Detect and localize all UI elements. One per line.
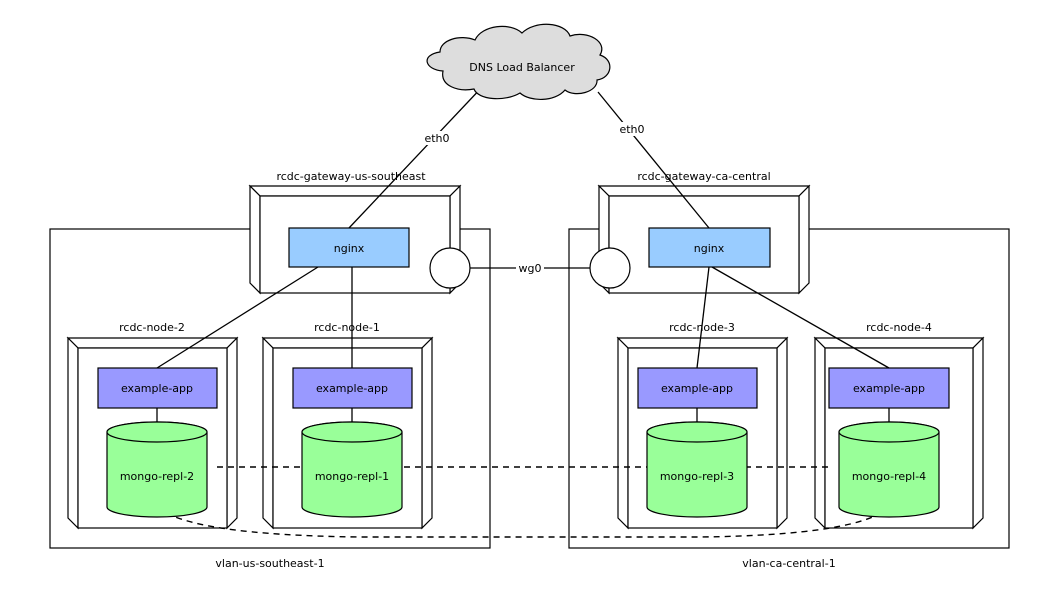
nginx-label-right: nginx bbox=[694, 242, 725, 255]
node-top-face bbox=[261, 337, 434, 349]
vlan-label-us-southeast: vlan-us-southeast-1 bbox=[215, 557, 324, 570]
edge-nginx-app-node-4 bbox=[711, 266, 890, 369]
node-left-face bbox=[814, 336, 826, 530]
cylinder-top bbox=[838, 421, 940, 443]
gateway-top-face bbox=[597, 185, 811, 197]
app-box-node-1 bbox=[292, 367, 413, 409]
gateway-label-us-southeast: rcdc-gateway-us-southeast bbox=[276, 170, 426, 183]
mongo-cylinder-1: mongo-repl-1 bbox=[301, 421, 403, 518]
node-right-face bbox=[972, 336, 984, 530]
vlan-label-ca-central: vlan-ca-central-1 bbox=[742, 557, 835, 570]
app-label-node-3: example-app bbox=[661, 382, 733, 395]
app-label-node-4: example-app bbox=[853, 382, 925, 395]
node-label-2: rcdc-node-2 bbox=[119, 321, 185, 334]
node-label-3: rcdc-node-3 bbox=[669, 321, 735, 334]
gateway-label-ca-central: rcdc-gateway-ca-central bbox=[637, 170, 770, 183]
node-top-face bbox=[616, 337, 789, 349]
db-label: mongo-repl-2 bbox=[120, 470, 194, 483]
mongo-cylinder-4: mongo-repl-4 bbox=[838, 421, 940, 518]
edge-nginx-app-node-2 bbox=[156, 266, 319, 369]
node-right-face bbox=[421, 336, 433, 530]
db-label: mongo-repl-4 bbox=[852, 470, 926, 483]
edge-cloud-nginx-right bbox=[597, 91, 710, 229]
gateway-right-face bbox=[798, 184, 810, 295]
wg0-label: wg0 bbox=[519, 262, 542, 275]
gateway-top-face bbox=[248, 185, 462, 197]
db-label: mongo-repl-1 bbox=[315, 470, 389, 483]
node-label-1: rcdc-node-1 bbox=[314, 321, 380, 334]
nginx-label-left: nginx bbox=[334, 242, 365, 255]
node-right-face bbox=[776, 336, 788, 530]
eth0-label-right: eth0 bbox=[619, 123, 644, 136]
app-label-node-1: example-app bbox=[316, 382, 388, 395]
nginx-box-right bbox=[648, 227, 771, 268]
db-label: mongo-repl-3 bbox=[660, 470, 734, 483]
mongo-cylinder-3: mongo-repl-3 bbox=[646, 421, 748, 518]
cloud-label: DNS Load Balancer bbox=[469, 61, 575, 74]
node-left-face bbox=[67, 336, 79, 530]
eth0-label-left: eth0 bbox=[424, 132, 449, 145]
wg0-label-bg bbox=[516, 261, 544, 275]
nginx-box-left bbox=[288, 227, 410, 268]
database-cylinders: mongo-repl-2 mongo-repl-1 mongo-repl-3 mong… bbox=[106, 421, 940, 518]
dns-cloud-shape bbox=[426, 23, 611, 100]
wg0-interface-right bbox=[589, 247, 631, 289]
eth0-label-left-bg bbox=[423, 131, 451, 145]
app-box-node-2 bbox=[97, 367, 218, 409]
node-right-face bbox=[226, 336, 238, 530]
node-left-face bbox=[262, 336, 274, 530]
node-label-4: rcdc-node-4 bbox=[866, 321, 932, 334]
wg0-interface-left bbox=[429, 247, 471, 289]
cylinder-top bbox=[301, 421, 403, 443]
edge-nginx-app-node-3 bbox=[696, 266, 710, 369]
gateway-left-face bbox=[249, 184, 261, 295]
app-label-node-2: example-app bbox=[121, 382, 193, 395]
edge-cloud-nginx-left bbox=[348, 84, 485, 229]
node-top-face bbox=[66, 337, 239, 349]
eth0-label-right-bg bbox=[618, 122, 646, 136]
mongo-cylinder-2: mongo-repl-2 bbox=[106, 421, 208, 518]
cylinder-top bbox=[646, 421, 748, 443]
replication-link-bottom bbox=[156, 506, 890, 538]
cylinder-top bbox=[106, 421, 208, 443]
app-box-node-3 bbox=[637, 367, 758, 409]
node-left-face bbox=[617, 336, 629, 530]
